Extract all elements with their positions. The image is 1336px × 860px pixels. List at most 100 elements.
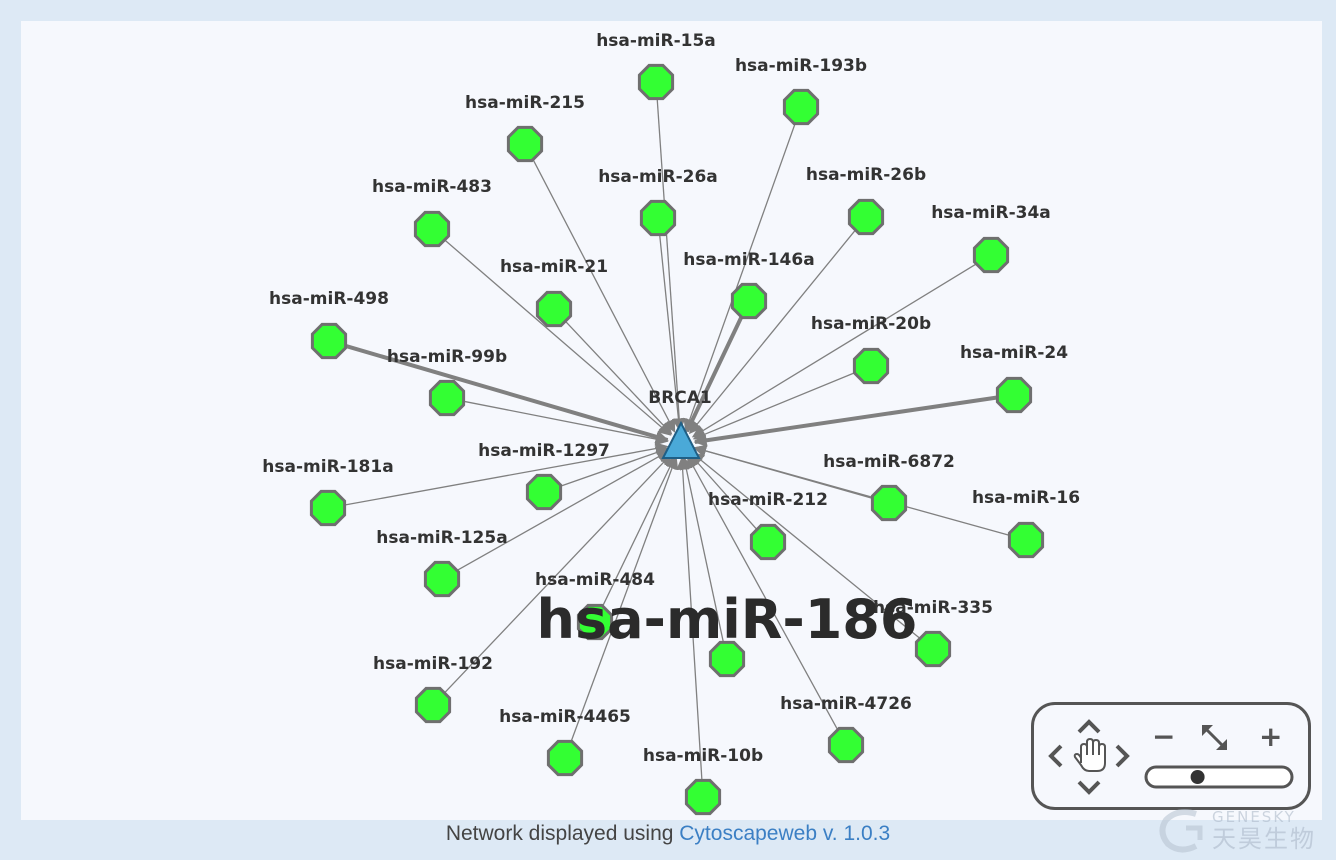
pan-left-icon[interactable] (1048, 744, 1063, 768)
edge-hsa-mir-498-to-brca1[interactable] (344, 343, 669, 444)
brca1-triangle-node[interactable] (661, 420, 701, 459)
edges-layer (344, 98, 1010, 781)
network-graph[interactable]: BRCA1 hsa-miR-15a hsa-miR-193b hsa-miR-215… (21, 21, 1322, 820)
edge-hsa-mir-34a-to-brca1[interactable] (691, 263, 977, 438)
edge-hsa-mir-146a-to-brca1[interactable] (685, 315, 744, 433)
edge-hsa-mir-186-to-brca1[interactable] (679, 456, 725, 643)
node-hsa-mir-15a[interactable] (637, 63, 675, 101)
edge-hsa-mir-26a-to-brca1[interactable] (659, 234, 685, 432)
edge-hsa-mir-193b-to-brca1[interactable] (683, 122, 796, 433)
node-hsa-mir-26b[interactable] (847, 198, 885, 236)
node-hsa-mir-16[interactable] (1007, 521, 1045, 559)
footer-text: Network displayed using (445, 822, 680, 845)
node-hsa-mir-335[interactable] (914, 630, 952, 668)
node-label-hsa-mir-335: hsa-miR-335 (873, 598, 993, 618)
edge-hsa-mir-24-to-brca1[interactable] (693, 395, 998, 447)
node-hsa-mir-99b[interactable] (428, 379, 466, 417)
labels-layer: hsa-miR-15a hsa-miR-193b hsa-miR-215 hsa-mi… (262, 31, 1080, 766)
node-label-hsa-mir-181a: hsa-miR-181a (262, 457, 393, 477)
footer: Network displayed using Cytoscapeweb v. … (0, 822, 1336, 846)
navigation-panel: − + (1031, 702, 1311, 810)
zoom-slider-knob[interactable] (1190, 770, 1205, 784)
fit-icon[interactable] (1202, 725, 1227, 750)
node-label-hsa-mir-99b: hsa-miR-99b (387, 347, 507, 367)
edge-hsa-mir-1297-to-brca1[interactable] (559, 446, 670, 488)
node-label-hsa-mir-215: hsa-miR-215 (465, 93, 585, 113)
node-label-hsa-mir-16: hsa-miR-16 (972, 488, 1080, 508)
node-label-hsa-mir-1297: hsa-miR-1297 (478, 441, 610, 461)
node-hsa-mir-498[interactable] (310, 322, 348, 360)
pan-right-icon[interactable] (1115, 744, 1130, 768)
edge-hsa-mir-16-to-brca1[interactable] (693, 444, 1010, 537)
edge-hsa-mir-215-to-brca1[interactable] (532, 158, 676, 433)
cytoscapeweb-link[interactable]: Cytoscapeweb v. 1.0.3 (679, 822, 891, 845)
edge-hsa-mir-212-to-brca1[interactable] (689, 453, 758, 530)
selected-node-overlay-label: hsa-miR-186 (537, 588, 918, 651)
genesky-watermark: GENESKY 天昊生物 (1156, 806, 1326, 856)
node-label-hsa-mir-498: hsa-miR-498 (269, 289, 389, 309)
node-hsa-mir-24[interactable] (995, 376, 1033, 414)
node-hsa-mir-6872[interactable] (870, 484, 908, 522)
node-label-hsa-mir-21: hsa-miR-21 (500, 257, 608, 277)
node-hsa-mir-125a[interactable] (423, 560, 461, 598)
edge-hsa-mir-4465-to-brca1[interactable] (570, 455, 679, 743)
node-label-hsa-mir-26b: hsa-miR-26b (806, 165, 926, 185)
node-hsa-mir-484[interactable] (576, 603, 614, 641)
pan-down-icon[interactable] (1077, 780, 1101, 795)
node-hsa-mir-4465[interactable] (546, 739, 584, 777)
edge-hsa-mir-20b-to-brca1[interactable] (692, 371, 856, 441)
pan-hand-icon[interactable] (1073, 737, 1106, 772)
node-label-hsa-mir-146a: hsa-miR-146a (683, 250, 814, 270)
edge-hsa-mir-125a-to-brca1[interactable] (456, 450, 670, 572)
zoom-in-icon[interactable]: + (1259, 720, 1283, 753)
watermark-cn: 天昊生物 (1212, 825, 1316, 853)
node-label-hsa-mir-212: hsa-miR-212 (708, 490, 828, 510)
node-hsa-mir-215[interactable] (506, 125, 544, 163)
edge-hsa-mir-15a-to-brca1[interactable] (656, 98, 686, 432)
node-hsa-mir-34a[interactable] (972, 236, 1010, 274)
node-label-hsa-mir-4726: hsa-miR-4726 (780, 694, 912, 714)
network-canvas[interactable]: BRCA1 hsa-miR-15a hsa-miR-193b hsa-miR-215… (21, 21, 1322, 820)
node-hsa-mir-483[interactable] (413, 210, 451, 248)
node-label-hsa-mir-483: hsa-miR-483 (372, 177, 492, 197)
node-hsa-mir-146a[interactable] (730, 282, 768, 320)
node-hsa-mir-192[interactable] (414, 686, 452, 724)
node-hsa-mir-193b[interactable] (782, 88, 820, 126)
node-label-hsa-mir-484: hsa-miR-484 (535, 570, 655, 590)
target-label: BRCA1 (648, 388, 712, 408)
zoom-slider-track[interactable] (1144, 765, 1294, 789)
node-label-hsa-mir-26a: hsa-miR-26a (598, 167, 718, 187)
node-label-hsa-mir-20b: hsa-miR-20b (811, 314, 931, 334)
node-hsa-mir-20b[interactable] (852, 347, 890, 385)
genesky-logo-icon (1159, 809, 1203, 853)
edge-hsa-mir-10b-to-brca1[interactable] (676, 456, 703, 781)
edge-hsa-mir-484-to-brca1[interactable] (601, 455, 676, 607)
zoom-out-icon[interactable]: − (1152, 720, 1176, 753)
edge-hsa-mir-21-to-brca1[interactable] (565, 320, 673, 435)
edge-hsa-mir-4726-to-brca1[interactable] (687, 455, 839, 731)
node-hsa-mir-21[interactable] (535, 290, 573, 328)
node-label-hsa-mir-10b: hsa-miR-10b (643, 746, 763, 766)
node-hsa-mir-1297[interactable] (525, 473, 563, 511)
edge-hsa-mir-483-to-brca1[interactable] (444, 239, 672, 436)
edge-hsa-mir-26b-to-brca1[interactable] (688, 229, 856, 435)
target-node[interactable]: BRCA1 (648, 388, 712, 459)
node-label-hsa-mir-125a: hsa-miR-125a (376, 528, 507, 548)
nodes-layer (309, 63, 1045, 816)
node-hsa-mir-186[interactable] (708, 640, 746, 678)
node-label-hsa-mir-192: hsa-miR-192 (373, 654, 493, 674)
node-hsa-mir-4726[interactable] (827, 726, 865, 764)
node-hsa-mir-181a[interactable] (309, 489, 347, 527)
edge-hsa-mir-192-to-brca1[interactable] (444, 453, 673, 694)
node-hsa-mir-10b[interactable] (684, 778, 722, 816)
node-label-hsa-mir-15a: hsa-miR-15a (596, 31, 716, 51)
node-label-hsa-mir-4465: hsa-miR-4465 (499, 707, 631, 727)
edge-hsa-mir-99b-to-brca1[interactable] (463, 400, 669, 446)
node-label-hsa-mir-6872: hsa-miR-6872 (823, 452, 955, 472)
pan-up-icon[interactable] (1077, 719, 1101, 734)
node-hsa-mir-26a[interactable] (639, 199, 677, 237)
edge-hsa-mir-181a-to-brca1[interactable] (344, 442, 669, 506)
node-label-hsa-mir-193b: hsa-miR-193b (735, 56, 867, 76)
edge-hsa-mir-335-to-brca1[interactable] (690, 451, 921, 639)
node-hsa-mir-212[interactable] (749, 523, 787, 561)
